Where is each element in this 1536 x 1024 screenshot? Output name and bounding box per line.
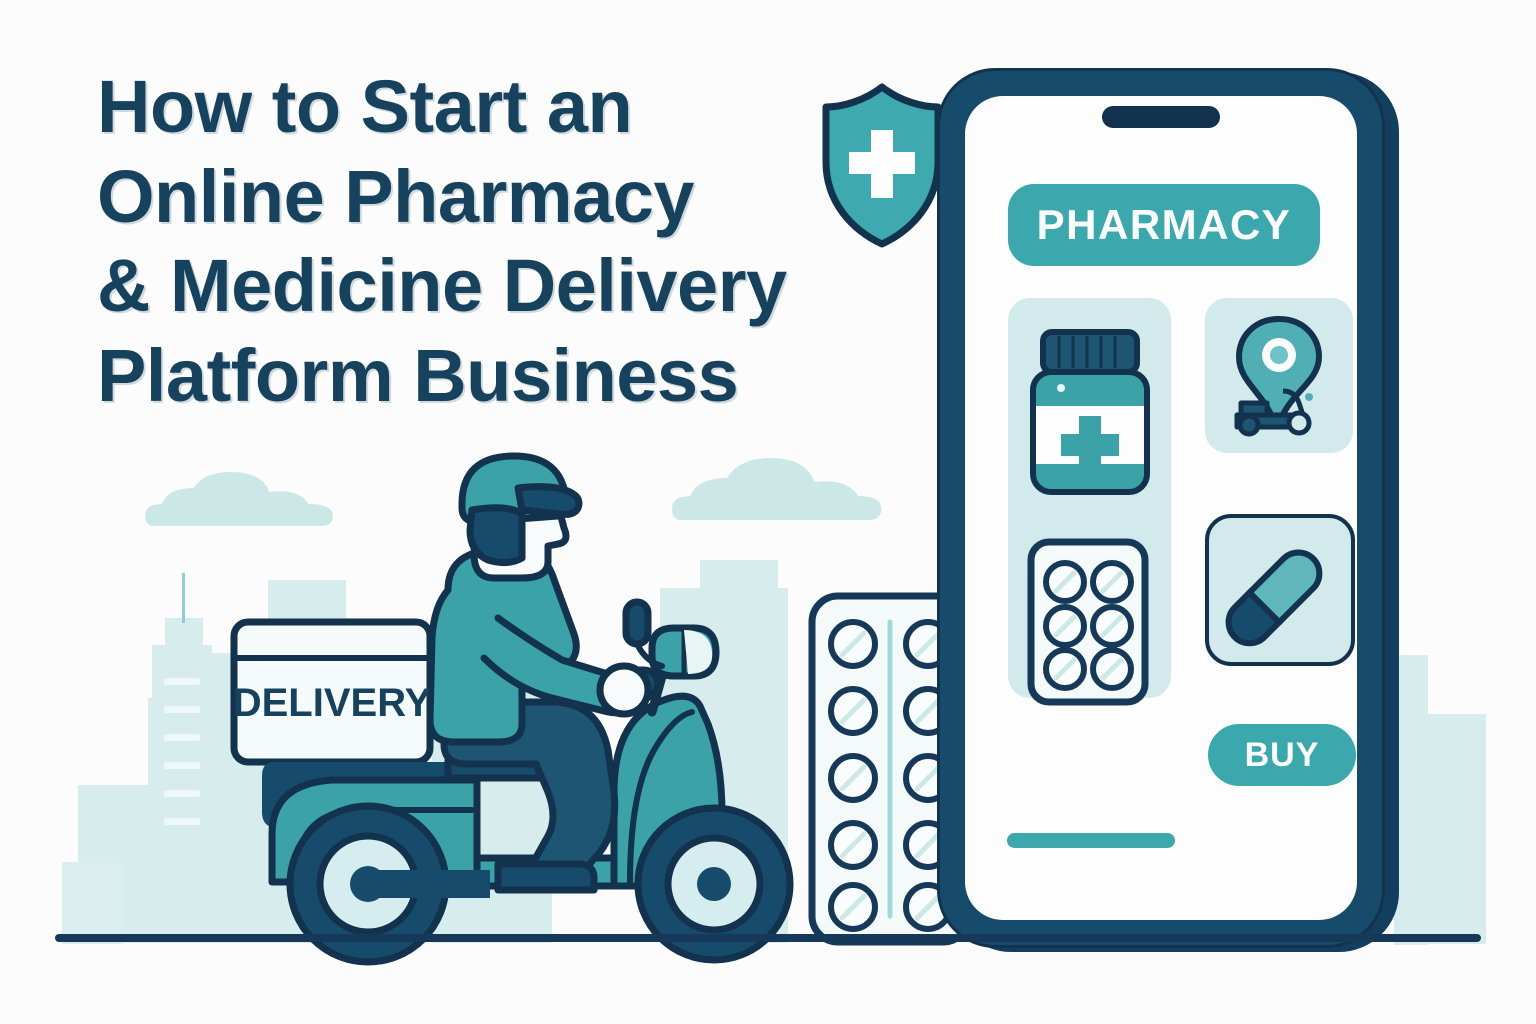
capsule-pill-icon <box>1225 549 1323 647</box>
medical-cross-icon <box>849 130 915 198</box>
window-bar <box>164 818 200 825</box>
shield-icon <box>822 83 942 248</box>
window-bar <box>164 790 200 797</box>
map-pin-scooter-icon <box>1234 315 1323 437</box>
building-3 <box>152 645 212 705</box>
page-title: How to Start an Online Pharmacy & Medici… <box>97 62 897 420</box>
pharmacy-banner[interactable]: PHARMACY <box>1008 184 1320 266</box>
building-1 <box>78 785 188 943</box>
window-bar <box>164 706 200 713</box>
phone-screen: PHARMACY <box>965 96 1357 920</box>
home-indicator[interactable] <box>1007 833 1175 848</box>
building-13 <box>1394 714 1486 944</box>
title-line-1: How to Start an <box>97 65 633 148</box>
blister-pack-small-icon <box>1027 538 1149 706</box>
tile-delivery-location[interactable] <box>1205 298 1353 453</box>
building-14 <box>62 862 122 944</box>
smartphone-mockup: PHARMACY <box>937 68 1399 952</box>
front-wheel <box>634 804 794 964</box>
security-shield-badge <box>818 82 946 250</box>
building-antenna <box>182 573 185 623</box>
pharmacy-banner-label: PHARMACY <box>1036 201 1292 248</box>
phone-frame: PHARMACY <box>937 68 1385 948</box>
title-line-2: Online Pharmacy <box>97 154 695 238</box>
window-bar <box>164 762 200 769</box>
building-12 <box>1394 655 1428 945</box>
ground-line <box>55 934 1481 942</box>
tile-tablet-strip[interactable] <box>1027 538 1149 706</box>
window-bar <box>164 734 200 741</box>
title-line-3: & Medicine Delivery <box>97 244 787 328</box>
tile-capsule[interactable] <box>1205 514 1355 666</box>
phone-notch-icon <box>1102 106 1220 128</box>
buy-button[interactable]: BUY <box>1208 724 1356 786</box>
pill-bottle-icon <box>1030 329 1150 495</box>
window-bar <box>164 678 200 685</box>
delivery-scooter-illustration: DELIVERY <box>222 452 802 966</box>
title-line-4: Platform Business <box>97 333 739 417</box>
buy-button-label: BUY <box>1244 735 1320 774</box>
building-4 <box>165 618 203 652</box>
delivery-box-label: DELIVERY <box>233 681 432 725</box>
